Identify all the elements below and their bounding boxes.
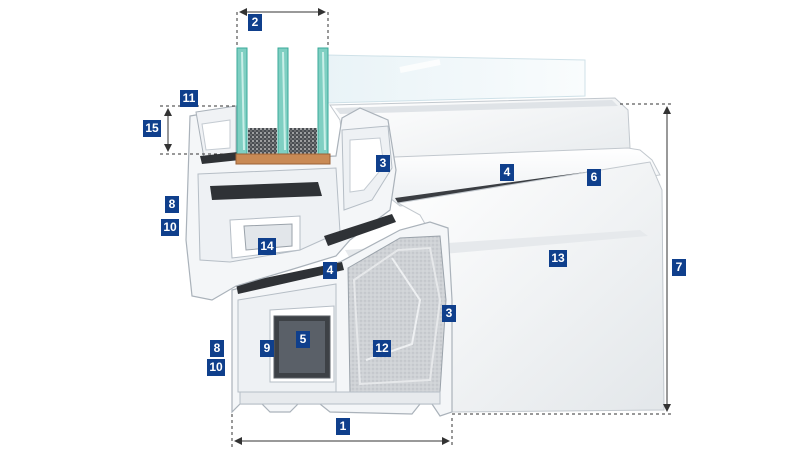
label-bead-height: 15 bbox=[143, 120, 161, 137]
glass-pane-extension bbox=[325, 54, 586, 104]
label-sash-8: 8 bbox=[165, 196, 179, 213]
label-frame-chamber: 9 bbox=[260, 340, 274, 357]
label-frame-surface: 13 bbox=[549, 250, 567, 267]
label-sash-seal: 4 bbox=[500, 164, 514, 181]
label-frame-seal: 4 bbox=[323, 262, 337, 279]
triple-glazing bbox=[235, 47, 331, 165]
sash-extrusion bbox=[329, 97, 661, 207]
label-sash-reinforcement: 14 bbox=[258, 238, 276, 255]
label-sash-surface: 6 bbox=[587, 169, 601, 186]
label-foam-insert: 12 bbox=[373, 340, 391, 357]
label-frame-reinforcement: 5 bbox=[296, 331, 310, 348]
label-frame-depth: 1 bbox=[336, 418, 350, 435]
label-total-height: 7 bbox=[672, 259, 686, 276]
label-frame-gasket: 3 bbox=[442, 305, 456, 322]
label-frame-8: 8 bbox=[210, 340, 224, 357]
label-sash-gasket: 3 bbox=[376, 155, 390, 172]
label-glazing-width: 2 bbox=[248, 14, 262, 31]
label-sash-10: 10 bbox=[161, 219, 179, 236]
label-frame-10: 10 bbox=[207, 359, 225, 376]
frame-cross-section bbox=[231, 221, 453, 417]
sash-cross-section bbox=[185, 105, 397, 301]
dimension-lines bbox=[160, 8, 672, 448]
label-bead-top: 11 bbox=[180, 90, 198, 107]
